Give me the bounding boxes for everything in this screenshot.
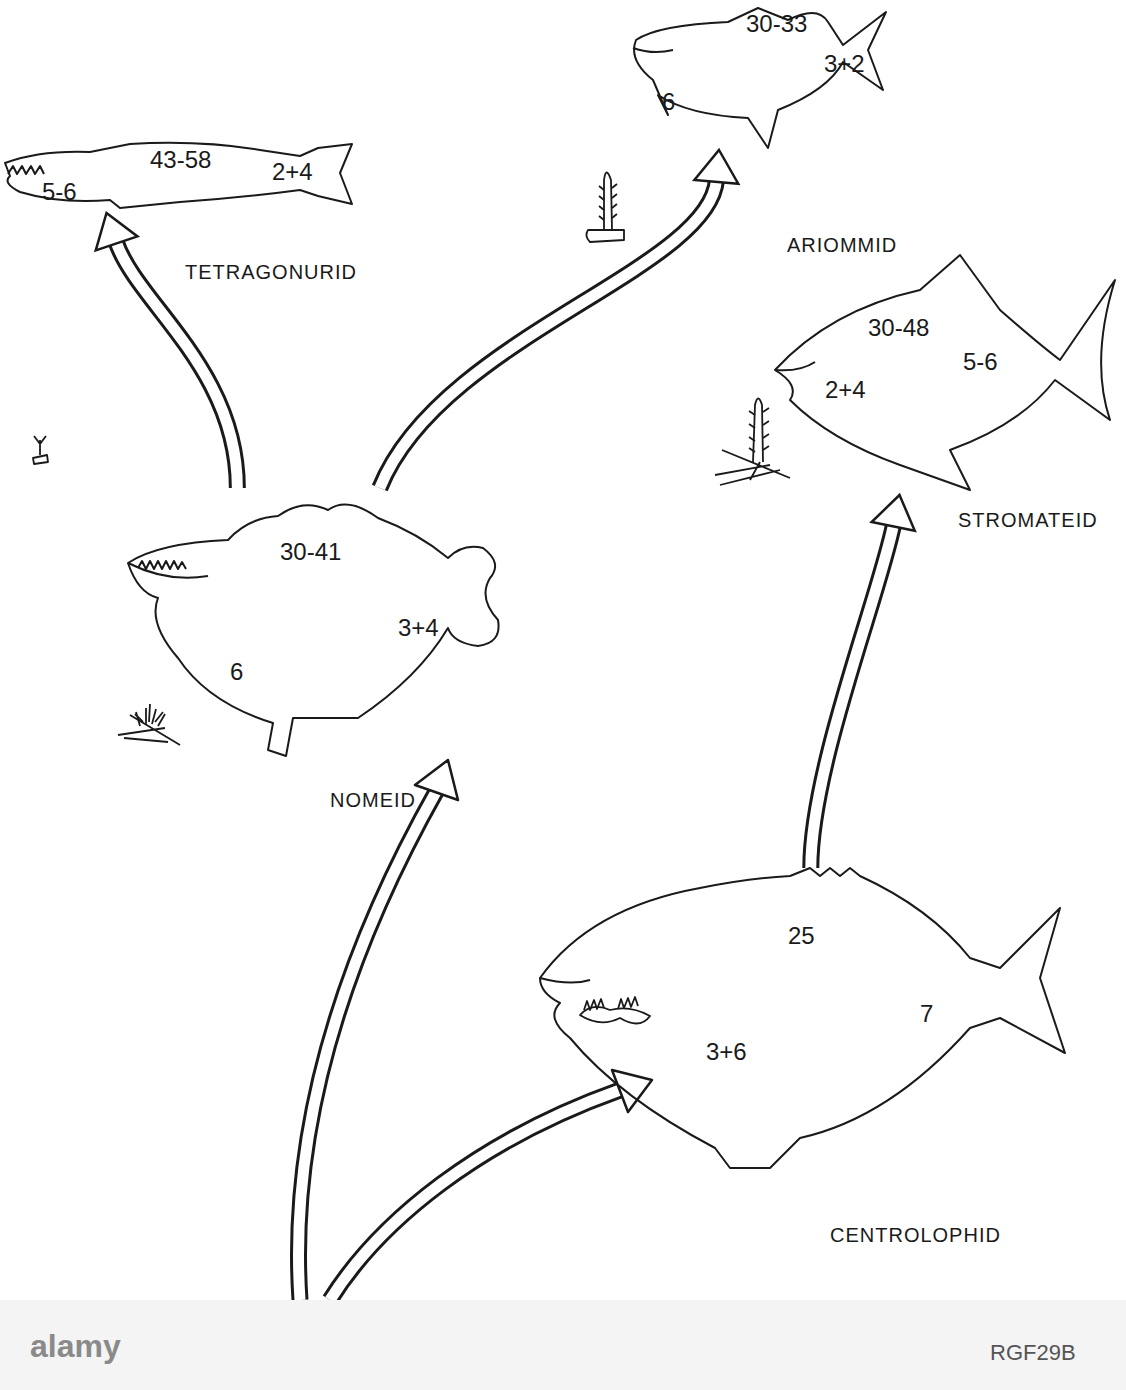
meristic-count: 2+4	[825, 378, 866, 402]
fish-node: 30-3363+2ARIOMMID	[628, 0, 888, 150]
watermark-text: alamy	[30, 1330, 121, 1362]
watermark-text: RGF29B	[990, 1342, 1076, 1364]
fish-node: 2573+6CENTROLOPHID	[530, 868, 1070, 1208]
meristic-count: 30-41	[280, 540, 341, 564]
branch-arrow	[96, 213, 238, 488]
meristic-count: 6	[230, 660, 243, 684]
root-arrows	[299, 760, 652, 1300]
tooth-icon	[580, 997, 650, 1024]
meristic-count: 3+6	[706, 1040, 747, 1064]
meristic-count: 25	[788, 924, 815, 948]
family-name: TETRAGONURID	[185, 262, 357, 282]
fish-node: 30-4163+4NOMEID	[118, 488, 503, 763]
family-name: ARIOMMID	[787, 235, 897, 255]
branch-arrow	[811, 495, 915, 868]
family-name: NOMEID	[330, 790, 416, 810]
meristic-count: 7	[920, 1002, 933, 1026]
fish-outline	[530, 868, 1070, 1208]
family-name: STROMATEID	[958, 510, 1098, 530]
scale-icon	[586, 173, 624, 243]
meristic-count: 3+4	[398, 616, 439, 640]
fish-outline	[770, 250, 1120, 495]
fish-node: 43-585-62+4TETRAGONURID	[0, 138, 355, 213]
scale-icon	[715, 399, 790, 486]
family-name: CENTROLOPHID	[830, 1225, 1001, 1245]
meristic-count: 5-6	[42, 180, 77, 204]
meristic-count: 6	[662, 90, 675, 114]
scale-icon	[33, 436, 48, 464]
watermark-bar	[0, 1300, 1126, 1390]
meristic-count: 3+2	[824, 52, 865, 76]
branch-arrow	[380, 150, 738, 488]
fish-outline	[118, 488, 503, 763]
meristic-count: 43-58	[150, 148, 211, 172]
fish-node: 30-485-62+4STROMATEID	[770, 250, 1120, 495]
meristic-count: 30-33	[746, 12, 807, 36]
meristic-count: 30-48	[868, 316, 929, 340]
meristic-count: 5-6	[963, 350, 998, 374]
scale-icon	[118, 704, 180, 745]
meristic-count: 2+4	[272, 160, 313, 184]
